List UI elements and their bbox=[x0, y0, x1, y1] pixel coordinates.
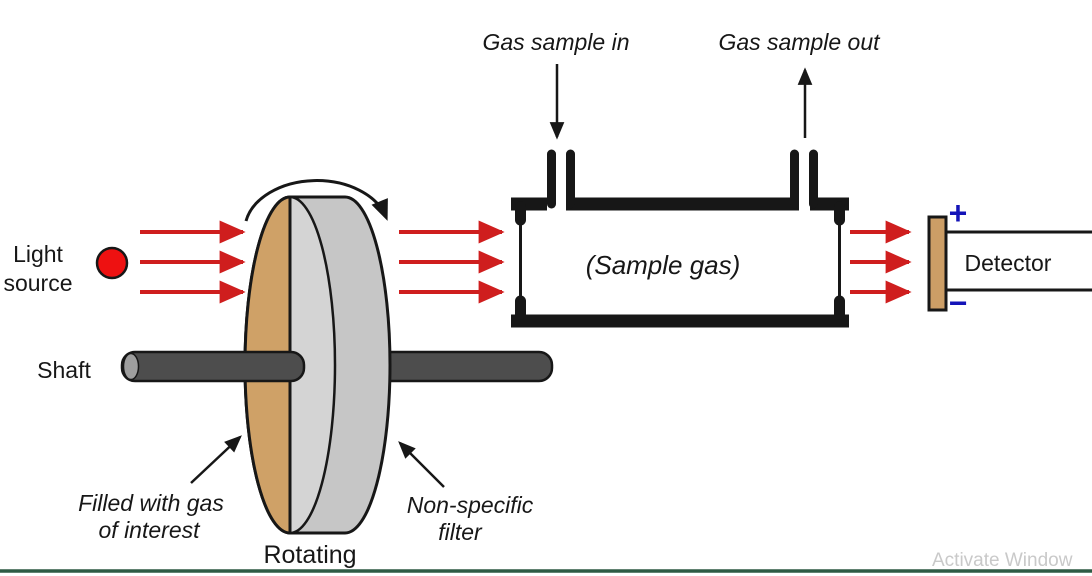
beam-arrows-wheel-to-chamber bbox=[399, 220, 505, 304]
beam-arrows-source-to-wheel bbox=[140, 220, 246, 304]
beam-arrows-chamber-to-detector bbox=[850, 220, 912, 304]
filled-gas-pointer-arrow bbox=[190, 435, 242, 484]
filled-gas-label-line2: of interest bbox=[99, 517, 202, 543]
rotating-label: Rotating bbox=[263, 541, 356, 569]
wheel-front-right-face bbox=[288, 195, 337, 535]
gas-flow-annotations: Gas sample in Gas sample out bbox=[482, 29, 881, 140]
activate-windows-watermark: Activate Window bbox=[932, 550, 1073, 571]
shaft-end-cap bbox=[122, 352, 140, 381]
nonspecific-filter-label-line1: Non-specific bbox=[407, 492, 534, 518]
shaft-left-segment bbox=[120, 350, 306, 383]
shaft: Shaft bbox=[37, 350, 306, 383]
detector: + − Detector bbox=[927, 195, 1092, 321]
wheel-annotations: Filled with gas of interest Rotating Non… bbox=[78, 435, 534, 569]
shaft-label: Shaft bbox=[37, 357, 91, 383]
light-source-label-line2: source bbox=[3, 270, 72, 296]
nonspecific-filter-label-line2: filter bbox=[438, 519, 483, 545]
gas-sample-in-label: Gas sample in bbox=[482, 29, 629, 55]
light-source: Light source bbox=[3, 241, 129, 296]
plus-terminal: + bbox=[949, 195, 968, 231]
filled-gas-label-line1: Filled with gas bbox=[78, 490, 224, 516]
minus-terminal: − bbox=[949, 285, 968, 321]
sample-gas-label: (Sample gas) bbox=[586, 250, 741, 280]
sample-chamber: (Sample gas) bbox=[511, 149, 849, 328]
rotation-direction-arrow bbox=[244, 179, 388, 222]
detector-element bbox=[927, 215, 948, 312]
gas-sample-out-label: Gas sample out bbox=[718, 29, 881, 55]
light-source-bulb-icon bbox=[95, 246, 129, 280]
light-source-label-line1: Light bbox=[13, 241, 63, 267]
detector-label: Detector bbox=[965, 250, 1052, 276]
nonspecific-pointer-arrow bbox=[398, 441, 445, 488]
